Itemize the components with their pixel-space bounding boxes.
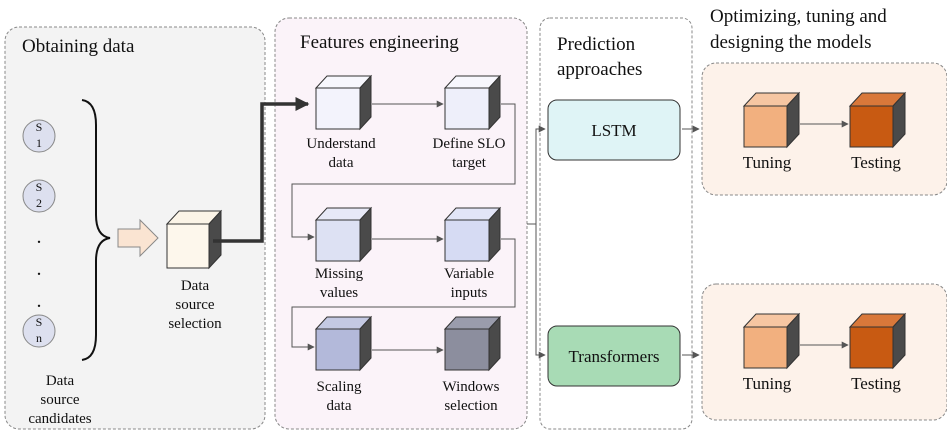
candidates-label-1: Data (46, 373, 75, 389)
missing-values-cube (314, 206, 373, 263)
understand-label-2: data (329, 155, 354, 171)
selection-to-features-connector (213, 97, 310, 243)
missing-label-2: values (320, 285, 358, 301)
transformers-label: Transformers (569, 347, 660, 366)
candidates-brace (81, 99, 111, 361)
source-n-index: n (36, 331, 42, 345)
fork-to-transformers (535, 224, 546, 359)
ellipsis-dot-1: . (37, 226, 42, 248)
obtaining-data-title: Obtaining data (22, 36, 135, 57)
optimizing-title-line1: Optimizing, tuning and (710, 6, 887, 27)
lstm-label: LSTM (591, 121, 636, 140)
source-1-index: 1 (36, 136, 42, 150)
define-slo-cube (443, 74, 502, 131)
define-slo-label-1: Define SLO (433, 136, 506, 152)
prediction-title-line2: approaches (557, 59, 642, 80)
bottom-tuning-label: Tuning (743, 374, 792, 393)
ellipsis-dot-3: . (37, 290, 42, 312)
scaling-label-1: Scaling (317, 379, 362, 395)
transformers-box (547, 325, 681, 387)
understand-data-cube (314, 74, 373, 131)
source-circle-n: S n (22, 314, 56, 348)
top-tuning-cube (742, 91, 801, 149)
windows-label-1: Windows (443, 379, 500, 395)
understand-label-1: Understand (306, 136, 376, 152)
top-testing-cube (848, 91, 907, 149)
optimizing-panel-bottom (701, 283, 947, 421)
optimizing-title-line2: designing the models (710, 32, 871, 53)
arrow-variable-to-scaling (291, 238, 516, 351)
ellipsis-dot-2: . (37, 258, 42, 280)
lstm-box (547, 99, 681, 161)
block-arrow (117, 218, 159, 258)
source-2-index: 2 (36, 196, 42, 210)
source-2-letter: S (36, 180, 43, 194)
source-n-letter: S (36, 315, 43, 329)
source-1-letter: S (36, 120, 43, 134)
bottom-testing-label: Testing (851, 374, 901, 393)
data-source-selection-cube (165, 209, 223, 270)
obtaining-data-panel (4, 26, 266, 430)
bottom-tuning-cube (742, 312, 801, 370)
variable-inputs-cube (443, 206, 502, 263)
candidates-label-2: source (40, 392, 79, 408)
windows-selection-cube (443, 315, 502, 372)
fork-to-lstm (535, 125, 546, 224)
optimizing-panel-top (701, 62, 947, 196)
missing-label-1: Missing (315, 266, 364, 282)
source-circle-1: S 1 (22, 119, 56, 153)
bottom-testing-cube (848, 312, 907, 370)
prediction-title-line1: Prediction (557, 34, 636, 55)
source-circle-2: S 2 (22, 179, 56, 213)
selection-label-2: source (175, 297, 214, 313)
features-engineering-title: Features engineering (300, 32, 459, 53)
windows-label-2: selection (444, 398, 498, 414)
candidates-label-3: candidates (28, 411, 91, 427)
arrow-define-to-missing (291, 103, 516, 241)
top-testing-label: Testing (851, 153, 901, 172)
define-slo-label-2: target (452, 155, 487, 171)
scaling-data-cube (314, 315, 373, 372)
scaling-label-2: data (327, 398, 352, 414)
selection-label-1: Data (181, 278, 210, 294)
variable-label-2: inputs (451, 285, 488, 301)
selection-label-3: selection (168, 316, 222, 332)
top-tuning-label: Tuning (743, 153, 792, 172)
variable-label-1: Variable (444, 266, 494, 282)
